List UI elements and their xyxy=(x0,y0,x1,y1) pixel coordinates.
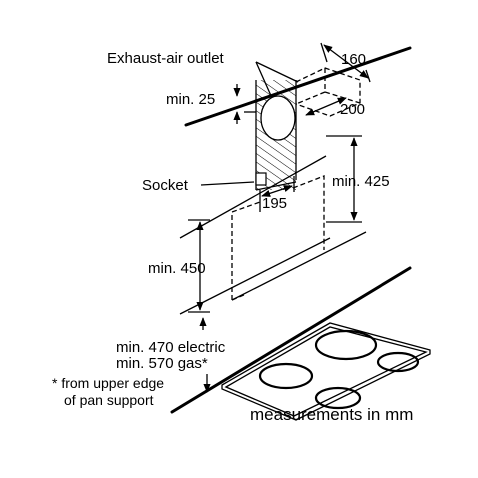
dim-195-label: 195 xyxy=(262,195,287,212)
socket-icon xyxy=(255,172,267,186)
dim-160-label: 160 xyxy=(341,51,366,68)
wall-upper-line xyxy=(179,155,327,239)
dim-min450-label: min. 450 xyxy=(148,260,206,277)
dim-195-line xyxy=(261,185,293,197)
ceiling-line xyxy=(184,46,412,127)
exhaust-outlet-label: Exhaust-air outlet xyxy=(107,50,225,67)
gas-label: min. 570 gas* xyxy=(116,355,208,372)
cooktop-burner-4 xyxy=(314,386,362,410)
wall-lower-line xyxy=(179,237,331,315)
cooktop-burner-3 xyxy=(376,351,420,373)
cooktop-burner-2 xyxy=(258,362,314,390)
cooktop-burner-1 xyxy=(314,329,378,361)
dim-min425-label: min. 425 xyxy=(332,173,390,190)
exhaust-outlet-opening xyxy=(260,95,296,141)
dim-200-line xyxy=(305,97,347,116)
dim-160-line xyxy=(323,44,369,79)
dim-min25-label: min. 25 xyxy=(166,91,215,108)
dim-200-label: 200 xyxy=(340,101,365,118)
socket-label: Socket xyxy=(142,177,189,194)
electric-label: min. 470 electric xyxy=(116,339,226,356)
cooktop xyxy=(170,266,431,421)
footnote-line1: * from upper edge xyxy=(52,375,164,391)
footnote-line2: of pan support xyxy=(64,392,154,408)
units-note: measurements in mm xyxy=(250,405,413,424)
